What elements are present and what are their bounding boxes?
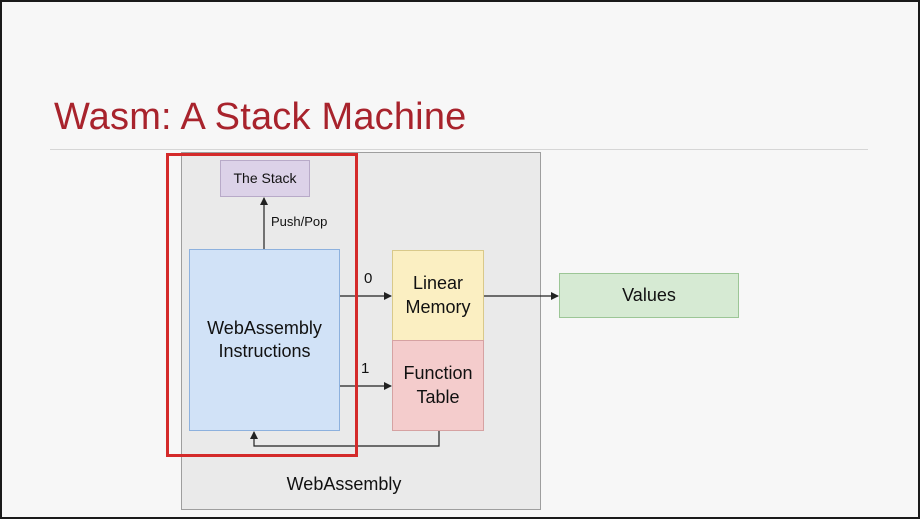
slide-title: Wasm: A Stack Machine (54, 96, 467, 138)
push-pop-label: Push/Pop (271, 214, 328, 229)
table-edge-label: 1 (361, 360, 370, 377)
webassembly-container-label: WebAssembly (286, 474, 402, 494)
title-divider (50, 149, 868, 150)
instructions-node: WebAssembly Instructions (189, 249, 340, 431)
linear-memory-node: Linear Memory (392, 250, 484, 341)
memory-edge-label: 0 (364, 270, 373, 287)
stack-node: The Stack (220, 160, 310, 197)
values-node: Values (559, 273, 739, 318)
highlight-box (166, 153, 358, 457)
function-table-node: Function Table (392, 340, 484, 431)
